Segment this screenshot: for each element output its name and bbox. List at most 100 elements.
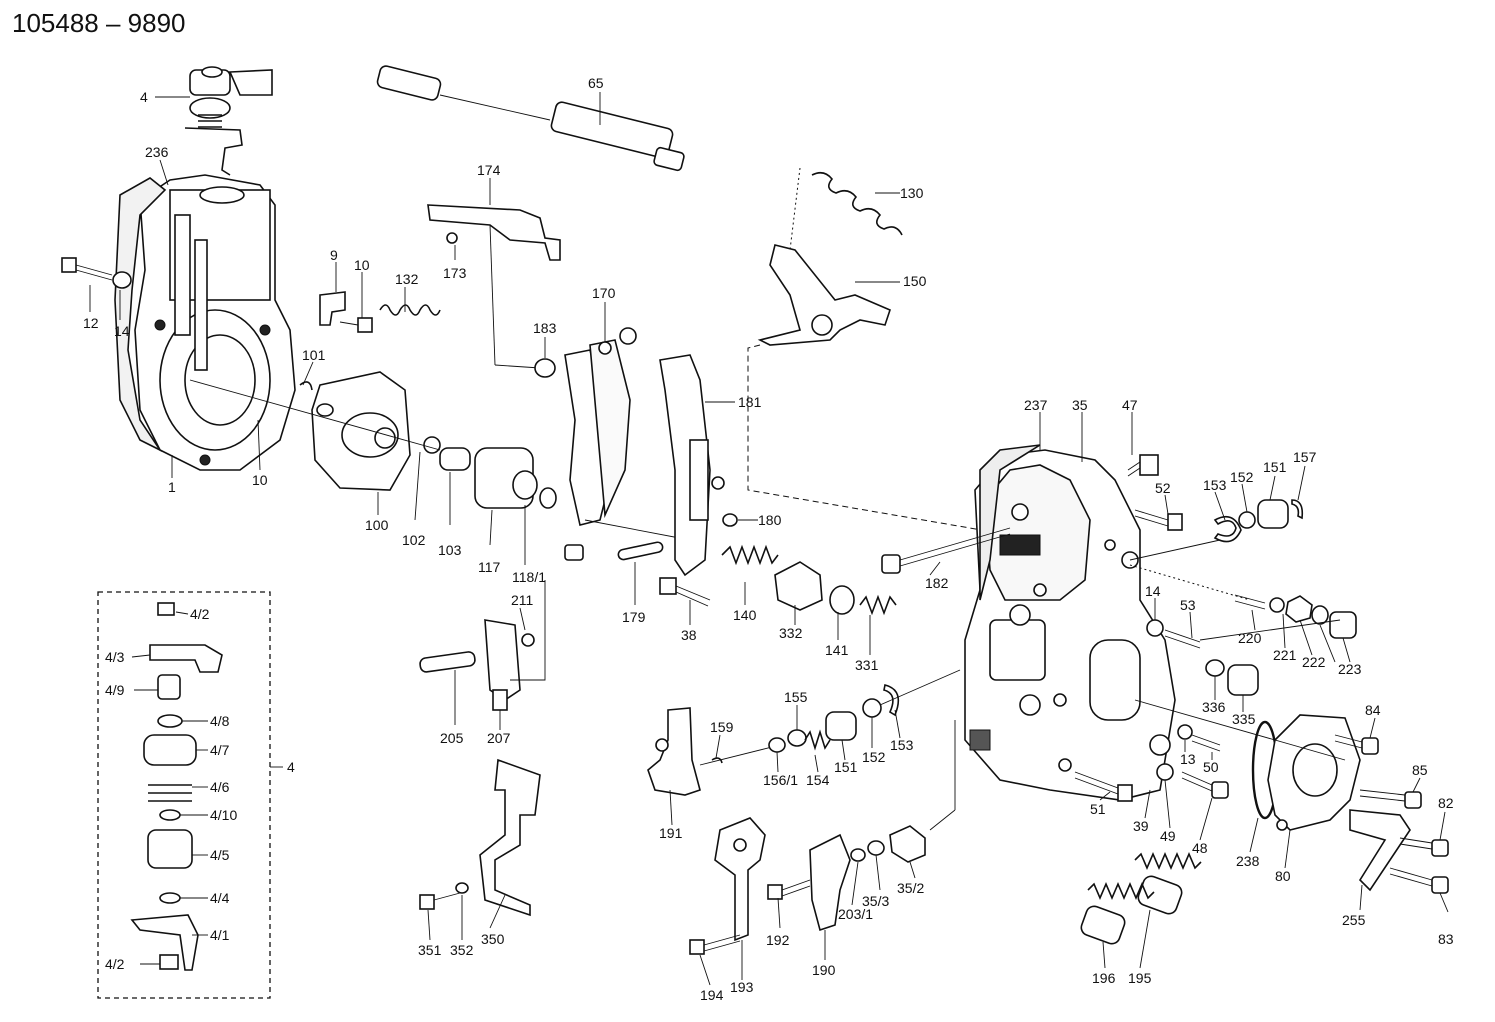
plug-335 — [1227, 664, 1259, 696]
label-221: 221 — [1273, 647, 1297, 663]
label-196: 196 — [1092, 970, 1116, 986]
label-85: 85 — [1412, 762, 1428, 778]
label-194: 194 — [700, 987, 724, 1003]
inset-washer-4-4 — [159, 892, 181, 904]
label-150: 150 — [903, 273, 927, 289]
label-14-right: 14 — [1145, 583, 1161, 599]
nut-14-b — [1146, 619, 1164, 637]
label-130: 130 — [900, 185, 924, 201]
bolt-38 — [659, 577, 711, 607]
nut-222 — [1285, 595, 1313, 623]
washer-183 — [534, 358, 556, 378]
bolt-85 — [1359, 789, 1422, 809]
label-140: 140 — [733, 607, 757, 623]
clip-157 — [1291, 499, 1304, 520]
label-35-3: 35/3 — [862, 893, 889, 909]
label-10-top: 10 — [354, 257, 370, 273]
inset-ring-4-10 — [159, 809, 181, 821]
label-159: 159 — [710, 719, 734, 735]
label-118-1: 118/1 — [512, 569, 546, 585]
pump-body-35 — [964, 449, 1176, 801]
label-350: 350 — [481, 931, 505, 947]
label-183: 183 — [533, 320, 557, 336]
label-152-a: 152 — [1230, 469, 1254, 485]
governor-cover-assembly — [184, 66, 273, 176]
stud-53 — [1164, 629, 1201, 649]
label-1: 1 — [168, 479, 176, 495]
label-179: 179 — [622, 609, 646, 625]
label-84: 84 — [1365, 702, 1381, 718]
inset-washer-4-8 — [157, 714, 183, 728]
label-141: 141 — [825, 642, 849, 658]
clip-153-b — [883, 684, 900, 717]
label-4-7: 4/7 — [210, 742, 230, 758]
label-35-2: 35/2 — [897, 880, 924, 896]
label-103: 103 — [438, 542, 462, 558]
bolt-192 — [767, 879, 811, 900]
sleeve-196 — [1080, 905, 1126, 945]
label-336: 336 — [1202, 699, 1226, 715]
screw-10 — [339, 317, 373, 333]
label-180: 180 — [758, 512, 782, 528]
label-4: 4 — [140, 89, 148, 105]
label-174: 174 — [477, 162, 501, 178]
lever-assembly-170 — [564, 327, 637, 561]
label-53: 53 — [1180, 597, 1196, 613]
label-331: 331 — [855, 657, 879, 673]
label-181: 181 — [738, 394, 762, 410]
bolt-194 — [689, 934, 741, 955]
label-211: 211 — [511, 592, 534, 608]
label-100: 100 — [365, 517, 389, 533]
label-13: 13 — [1180, 751, 1196, 767]
label-35: 35 — [1072, 397, 1088, 413]
label-153-a: 153 — [1203, 477, 1227, 493]
spring-154 — [804, 729, 831, 751]
bolt-48 — [1181, 771, 1229, 799]
label-82: 82 — [1438, 795, 1454, 811]
label-152-b: 152 — [862, 749, 886, 765]
label-4-inset: 4 — [287, 759, 295, 775]
washer-155 — [787, 729, 807, 747]
bracket-350 — [479, 758, 541, 917]
screw-351 — [419, 892, 461, 910]
label-51: 51 — [1090, 801, 1106, 817]
bolt-51 — [1074, 771, 1133, 802]
label-154: 154 — [806, 772, 830, 788]
clip-153-a — [1213, 515, 1242, 543]
inset-screw-top — [157, 602, 175, 616]
flyweight-carrier-100 — [311, 371, 411, 491]
lever-181 — [659, 354, 725, 577]
governor-housing — [114, 174, 296, 471]
ring-152-a — [1238, 511, 1256, 529]
washer-14 — [112, 271, 132, 289]
spring-132 — [379, 304, 441, 316]
label-151-a: 151 — [1263, 459, 1287, 475]
label-205: 205 — [440, 730, 464, 746]
spring-331 — [859, 594, 897, 616]
label-222: 222 — [1302, 654, 1326, 670]
label-191: 191 — [659, 825, 683, 841]
pin-179 — [617, 541, 664, 561]
sleeve-151-a — [1257, 499, 1289, 529]
label-10-bottom: 10 — [252, 472, 268, 488]
washer-222 — [1311, 605, 1329, 625]
label-49: 49 — [1160, 828, 1176, 844]
spring-195a — [1134, 851, 1202, 871]
nut-39 — [1149, 734, 1171, 756]
bolt-83 — [1389, 867, 1449, 894]
bracket-9 — [319, 291, 346, 326]
lever-193 — [714, 817, 766, 942]
label-4-6: 4/6 — [210, 779, 230, 795]
label-4-10: 4/10 — [210, 807, 237, 823]
ring-152-b — [862, 698, 882, 718]
label-173: 173 — [443, 265, 467, 281]
label-83: 83 — [1438, 931, 1454, 947]
label-65: 65 — [588, 75, 604, 91]
label-80: 80 — [1275, 868, 1291, 884]
label-195: 195 — [1128, 970, 1152, 986]
label-39: 39 — [1133, 818, 1149, 834]
label-151-b: 151 — [834, 759, 858, 775]
label-223: 223 — [1338, 661, 1362, 677]
cam-190 — [809, 833, 851, 932]
